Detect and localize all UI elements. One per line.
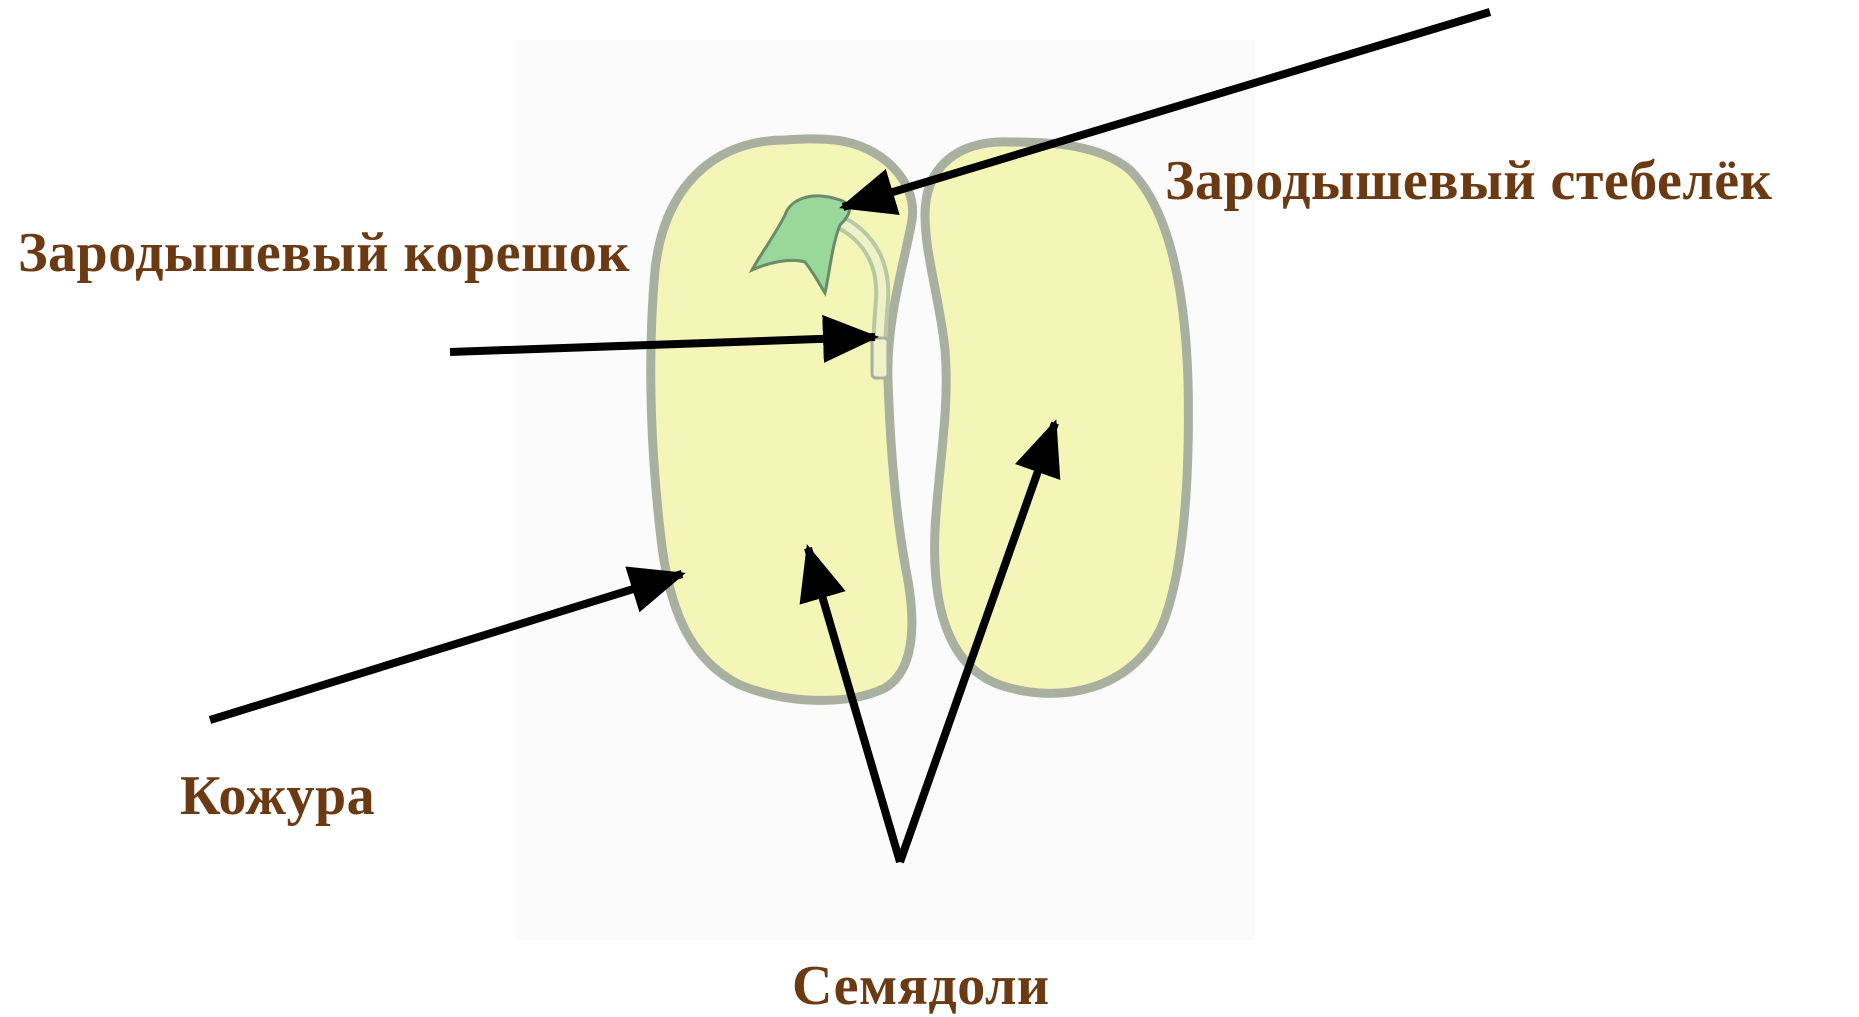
label-embryo-root: Зародышевый корешок [18, 225, 630, 281]
label-cotyledons: Семядоли [792, 958, 1050, 1014]
label-embryo-stem: Зародышевый стебелёк [1165, 153, 1772, 209]
label-seed-coat: Кожура [180, 768, 375, 824]
embryo-root-tip [872, 338, 888, 378]
right-cotyledon [925, 142, 1188, 693]
